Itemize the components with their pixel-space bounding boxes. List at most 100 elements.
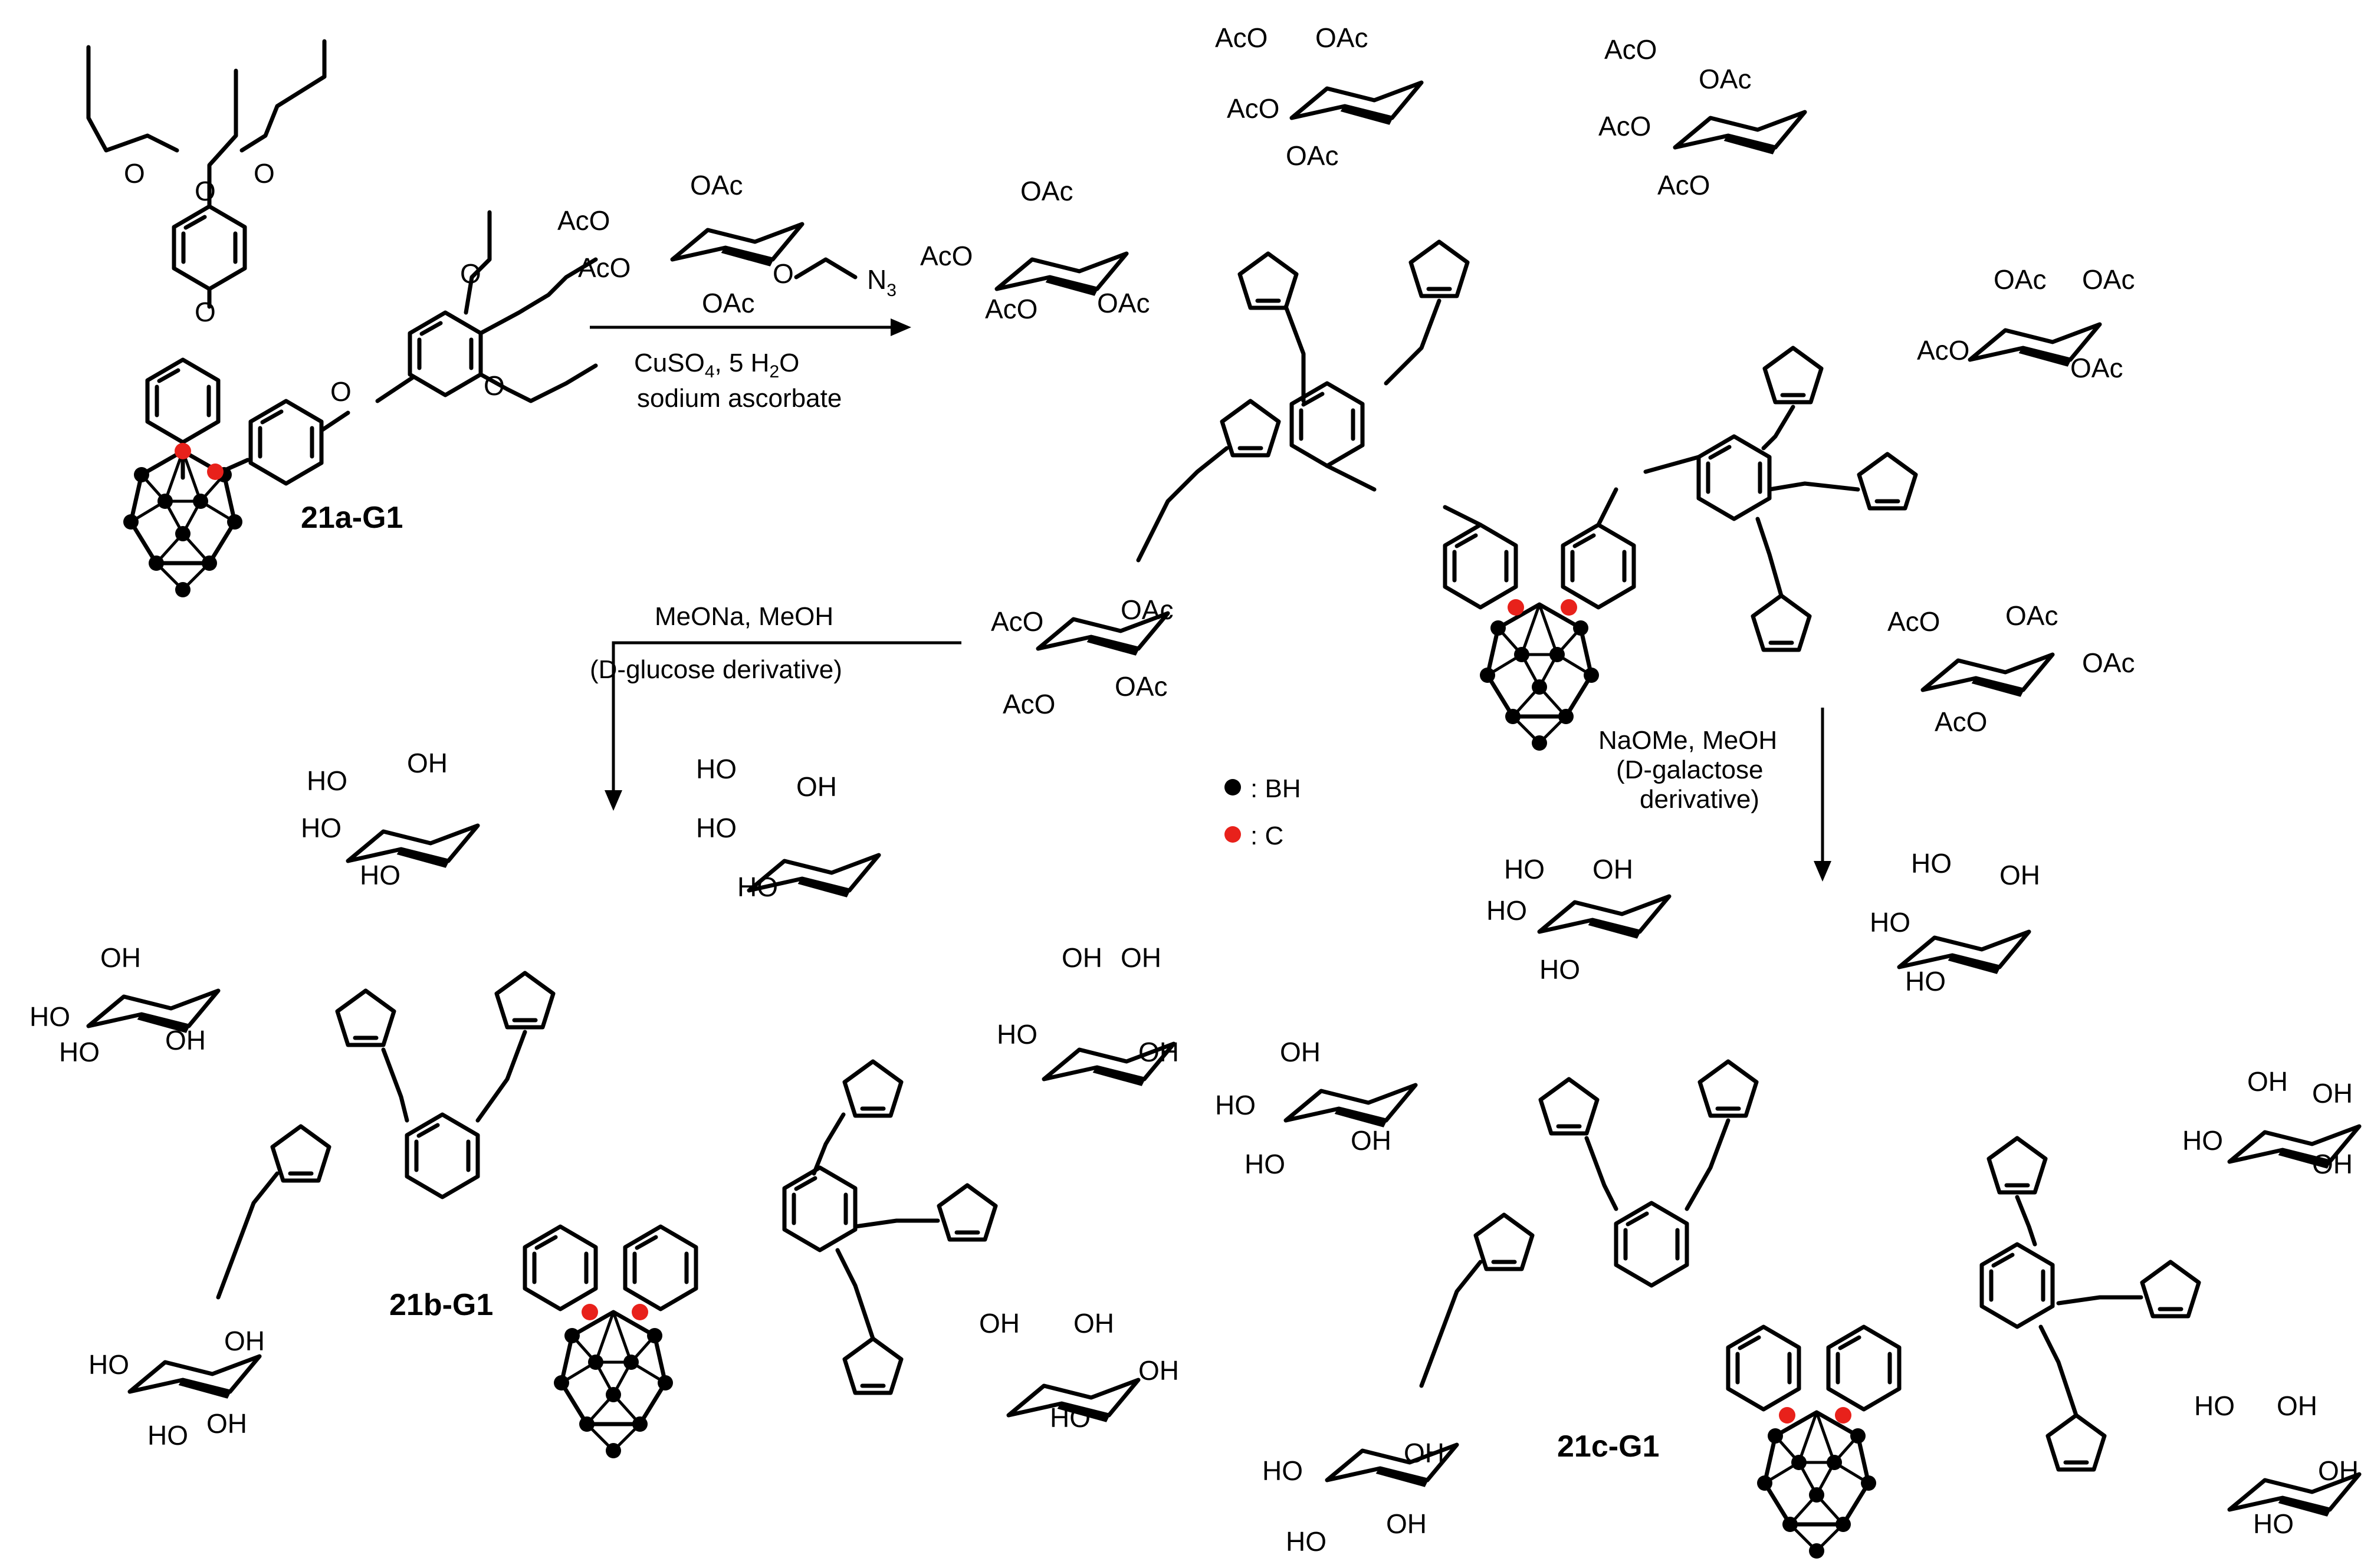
azide-label: N3	[867, 264, 897, 300]
compound-label-21c: 21c-G1	[1557, 1429, 1659, 1464]
oac-label: OAc	[1994, 264, 2046, 295]
o-label: O	[254, 158, 275, 189]
oh-label: OH	[1121, 942, 1161, 973]
oac-label: OAc	[2082, 264, 2135, 295]
oh-label: OH	[1138, 1355, 1179, 1386]
oac-label: OAc	[2082, 647, 2135, 678]
step3-condition-derivative-1: (D-galactose	[1616, 755, 1763, 784]
oh-label: OH	[979, 1308, 1020, 1339]
step2-arrow	[605, 641, 961, 811]
ho-label: HO	[360, 860, 400, 890]
legend: : BH : C	[1224, 774, 1301, 850]
oh-label: OH	[224, 1326, 265, 1356]
ho-label: HO	[1911, 848, 1952, 879]
ho-label: HO	[997, 1019, 1037, 1050]
o-label: O	[195, 176, 216, 206]
step1-condition-ascorbate: sodium ascorbate	[637, 384, 842, 413]
step2-condition-derivative: (D-glucose derivative)	[590, 655, 842, 684]
o-label: O	[195, 297, 216, 327]
ho-label: HO	[29, 1001, 70, 1032]
oac-label: OAc	[2005, 600, 2058, 631]
c-legend-label: : C	[1250, 821, 1283, 850]
c-legend-dot-icon	[1224, 826, 1241, 843]
o-label: O	[124, 158, 145, 189]
aco-label: AcO	[1003, 689, 1055, 719]
oh-label: OH	[206, 1408, 247, 1439]
o-label: O	[330, 376, 352, 407]
oh-label: OH	[2318, 1455, 2359, 1486]
ho-label: HO	[1286, 1526, 1326, 1557]
oh-label: OH	[1138, 1037, 1179, 1067]
ho-label: HO	[2253, 1508, 2294, 1539]
ho-label: HO	[1486, 895, 1527, 926]
oh-label: OH	[1386, 1508, 1427, 1539]
oac-label: OAc	[1121, 594, 1173, 625]
aco-label: AcO	[1604, 34, 1657, 65]
compound-label-21b: 21b-G1	[389, 1288, 493, 1322]
ho-label: HO	[696, 754, 737, 784]
ho-label: HO	[1504, 854, 1545, 885]
oac-label: OAc	[1286, 140, 1338, 171]
oac-label: OAc	[1020, 176, 1073, 206]
oh-label: OH	[1062, 942, 1102, 973]
ho-label: HO	[1905, 966, 1946, 997]
oac-label: OAc	[1115, 671, 1167, 702]
ho-label: HO	[88, 1349, 129, 1380]
aco-label: AcO	[985, 294, 1037, 324]
oac-label: OAc	[1097, 288, 1150, 318]
bh-legend-dot-icon	[1224, 779, 1241, 795]
oh-label: OH	[1592, 854, 1633, 885]
oac-label: OAc	[702, 288, 754, 318]
oh-label: OH	[1280, 1037, 1321, 1067]
compound-21b-structure: HO OH HO HO HO OH HO HO OH HO OH HO OH O…	[29, 748, 1179, 1458]
o-label: O	[460, 258, 481, 289]
ho-label: HO	[1050, 1402, 1091, 1433]
step1-condition-copper: CuSO4, 5 H2O	[634, 349, 799, 382]
oh-label: OH	[165, 1025, 206, 1056]
ho-label: HO	[2182, 1125, 2223, 1156]
compound-21c-structure: HO OH HO HO HO OH HO HO OH HO OH HO OH O…	[1215, 848, 2359, 1559]
oh-label: OH	[2312, 1078, 2353, 1109]
oac-label: OAc	[1699, 64, 1751, 94]
aco-label: AcO	[578, 252, 631, 283]
compound-label-21a: 21a-G1	[301, 501, 403, 535]
ho-label: HO	[1539, 954, 1580, 985]
oh-label: OH	[100, 942, 141, 973]
step1-arrow	[590, 318, 911, 336]
ho-label: HO	[2194, 1391, 2235, 1421]
oac-label: OAc	[1315, 22, 1368, 53]
step3-arrow	[1814, 708, 1831, 882]
step2-condition-reagents: MeONa, MeOH	[655, 602, 833, 631]
step3-condition-reagents: NaOMe, MeOH	[1598, 726, 1777, 755]
o-label: O	[484, 370, 505, 401]
aco-label: AcO	[920, 241, 973, 271]
oac-label: OAc	[2070, 353, 2123, 383]
ho-label: HO	[1262, 1455, 1303, 1486]
ho-label: HO	[1215, 1090, 1256, 1120]
aco-label: AcO	[1598, 111, 1651, 142]
step1-reagent-azide-sugar: AcO OAc AcO OAc O N3	[557, 170, 897, 318]
oh-label: OH	[1999, 860, 2040, 890]
ho-label: HO	[737, 872, 778, 902]
peracetylated-intermediate-structure: AcO OAc AcO OAc AcO OAc AcO AcO OAc AcO …	[920, 22, 2135, 751]
bh-legend-label: : BH	[1250, 774, 1301, 803]
ho-label: HO	[307, 765, 347, 796]
aco-label: AcO	[991, 606, 1043, 637]
ho-label: HO	[696, 813, 737, 843]
oh-label: OH	[2312, 1149, 2353, 1179]
oac-label: OAc	[690, 170, 743, 200]
oh-label: OH	[407, 748, 448, 778]
o-label: O	[773, 258, 794, 289]
aco-label: AcO	[1935, 706, 1987, 737]
oh-label: OH	[2247, 1066, 2288, 1097]
oh-label: OH	[796, 771, 837, 802]
oh-label: OH	[1404, 1438, 1444, 1468]
ho-label: HO	[59, 1037, 100, 1067]
aco-label: AcO	[1227, 93, 1279, 124]
step3-condition-derivative-2: derivative)	[1640, 785, 1759, 814]
oh-label: OH	[1351, 1125, 1391, 1156]
aco-label: AcO	[557, 205, 610, 236]
aco-label: AcO	[1887, 606, 1940, 637]
ho-label: HO	[1870, 907, 1910, 938]
